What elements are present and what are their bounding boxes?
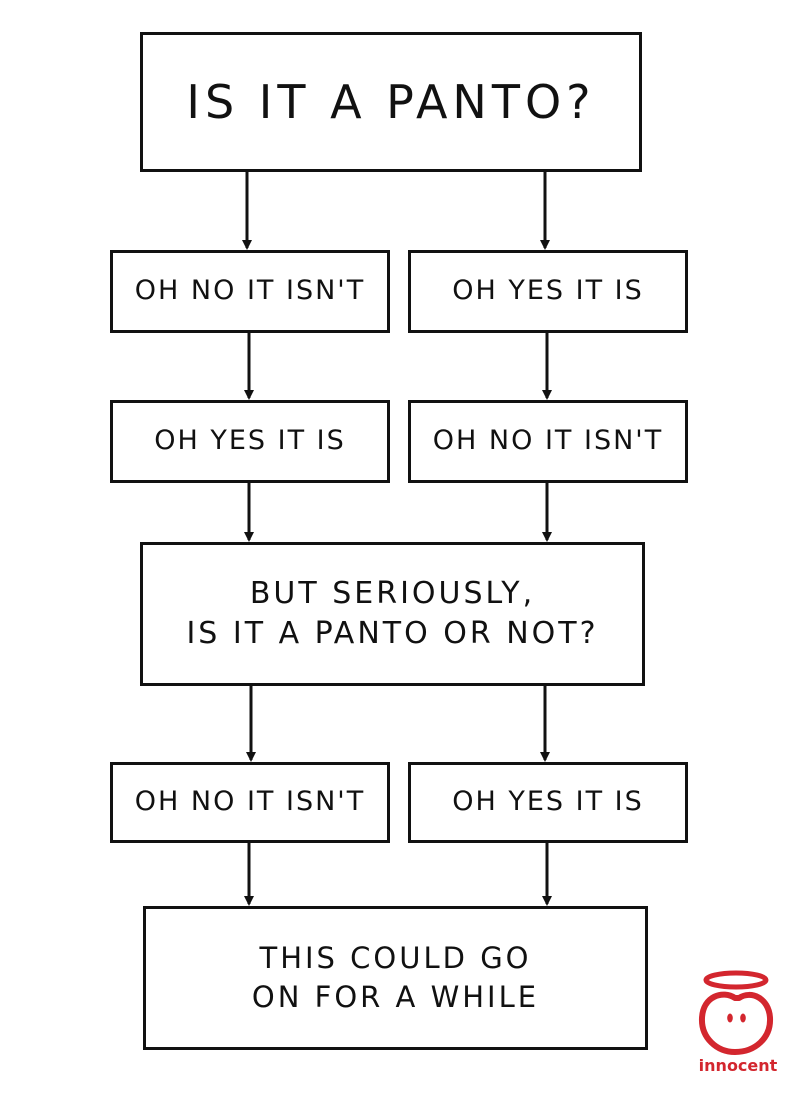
row2-right-text: OH NO IT ISN'T	[432, 425, 664, 457]
ending-line-2: ON FOR A WHILE	[251, 980, 540, 1014]
row3-right-box: OH YES IT IS	[408, 762, 688, 843]
question-box: BUT SERIOUSLY, IS IT A PANTO OR NOT?	[140, 542, 645, 686]
innocent-logo: innocent	[693, 968, 783, 1080]
halo-apple-face-icon	[699, 970, 773, 1055]
row3-left-box: OH NO IT ISN'T	[110, 762, 390, 843]
row1-left-box: OH NO IT ISN'T	[110, 250, 390, 333]
ending-line-1: THIS COULD GO	[259, 940, 532, 975]
row2-left-text: OH YES IT IS	[154, 425, 346, 457]
title-text: IS IT A PANTO?	[186, 74, 596, 129]
row3-left-text: OH NO IT ISN'T	[134, 786, 366, 818]
ending-box: THIS COULD GO ON FOR A WHILE	[143, 906, 648, 1050]
brand-name: innocent	[698, 1056, 778, 1075]
row1-left-text: OH NO IT ISN'T	[134, 275, 366, 307]
question-line-2: IS IT A PANTO OR NOT?	[186, 616, 599, 651]
row3-right-text: OH YES IT IS	[452, 786, 644, 818]
row1-right-text: OH YES IT IS	[452, 275, 644, 307]
question-line-1: BUT SERIOUSLY,	[249, 575, 536, 611]
title-box: IS IT A PANTO?	[140, 32, 642, 172]
row2-left-box: OH YES IT IS	[110, 400, 390, 483]
row2-right-box: OH NO IT ISN'T	[408, 400, 688, 483]
row1-right-box: OH YES IT IS	[408, 250, 688, 333]
